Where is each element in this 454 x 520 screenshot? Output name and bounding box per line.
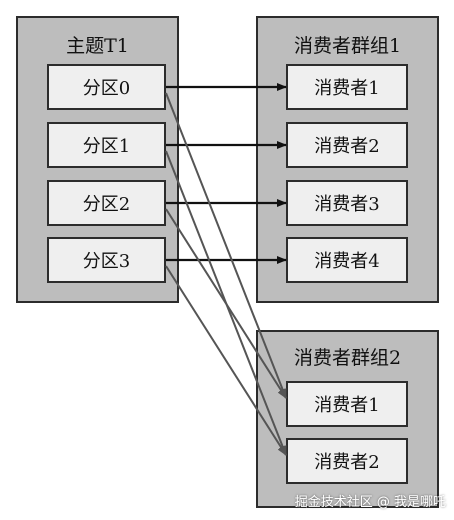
partition-2: 分区2	[47, 180, 166, 226]
consumer-group-2-title: 消费者群组2	[293, 347, 402, 369]
group1-consumer-4: 消费者4	[286, 237, 408, 283]
topic-title: 主题T1	[66, 35, 129, 57]
arrow-p2-to-g2c0	[165, 208, 287, 399]
arrow-p0-to-g2c0	[165, 92, 287, 399]
consumer-group-1-title: 消费者群组1	[293, 35, 402, 57]
watermark: 掘金技术社区 @ 我是哪吒	[294, 495, 446, 510]
partition-1: 分区1	[47, 122, 166, 168]
partition-3: 分区3	[47, 237, 166, 283]
group1-consumer-3: 消费者3	[286, 180, 408, 226]
group1-consumer-1: 消费者1	[286, 64, 408, 110]
group2-consumer-2: 消费者2	[286, 438, 408, 484]
group2-consumer-1: 消费者1	[286, 381, 408, 427]
group1-consumer-2: 消费者2	[286, 122, 408, 168]
arrow-p3-to-g2c1	[165, 265, 287, 456]
partition-0: 分区0	[47, 64, 166, 110]
